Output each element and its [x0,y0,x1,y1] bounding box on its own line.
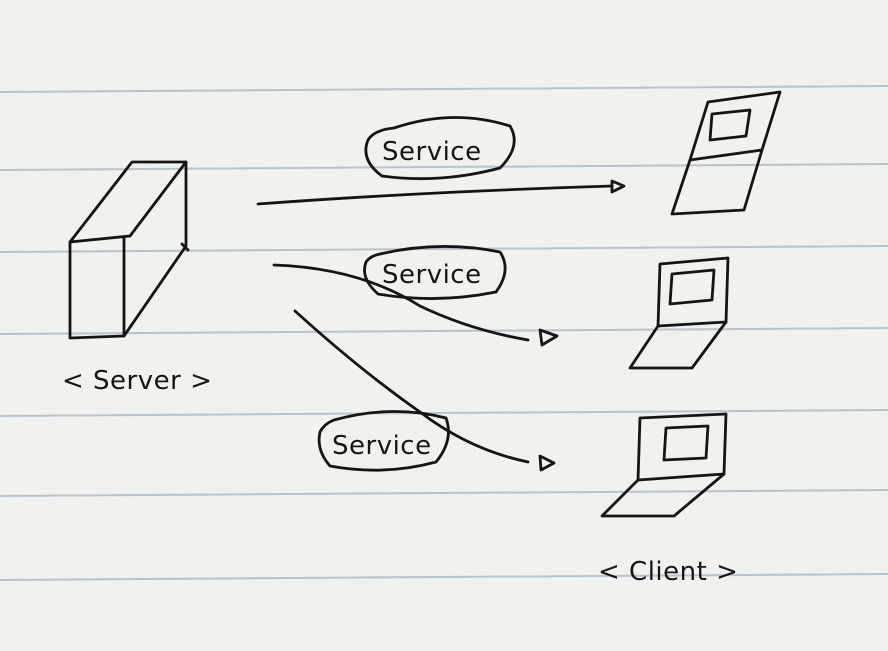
client-device-1-icon [670,90,782,216]
client-label: < Client > [598,557,738,587]
service-bubble-3: Service [317,410,450,472]
service-label-2: Service [382,260,482,290]
ruled-lines [0,85,888,581]
client-device-2-icon [628,256,730,370]
service-bubble-2: Service [363,245,507,300]
service-arrow-1 [256,179,626,206]
client-device-3-icon [600,412,728,518]
server-label: < Server > [62,366,212,396]
service-arrow-2 [272,263,559,347]
service-label-1: Service [382,137,482,167]
service-bubble-1: Service [364,116,516,181]
service-label-3: Service [332,431,432,461]
server-icon [68,160,190,340]
